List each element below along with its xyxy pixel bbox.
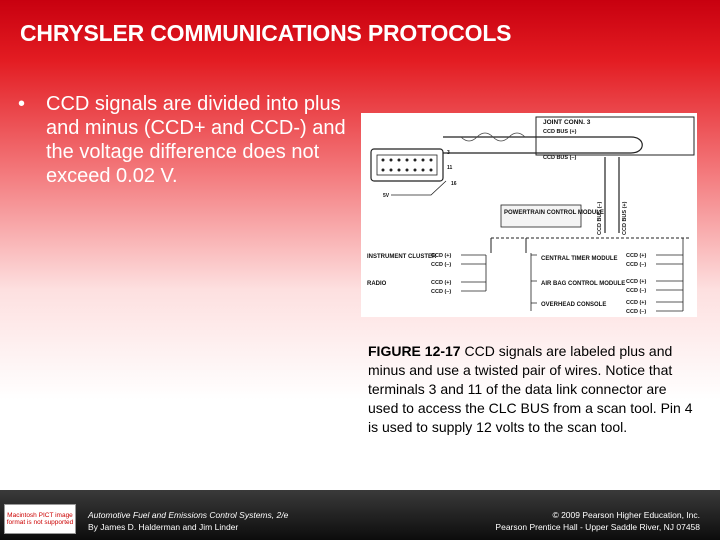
central-timer-label: CENTRAL TIMER MODULE bbox=[541, 256, 618, 262]
air-bag-label: AIR BAG CONTROL MODULE bbox=[541, 281, 625, 287]
book-authors: By James D. Halderman and Jim Linder bbox=[88, 522, 239, 532]
pin-5v-label: 5V bbox=[383, 193, 390, 199]
footer-copyright: © 2009 Pearson Higher Education, Inc. Pe… bbox=[495, 509, 700, 533]
joint-connector-box bbox=[535, 116, 695, 156]
radio-ccd-plus: CCD (+) bbox=[431, 280, 451, 286]
radio-ccd-minus: CCD (–) bbox=[431, 289, 451, 295]
bullet-point: • CCD signals are divided into plus and … bbox=[18, 92, 353, 188]
instrument-wires bbox=[461, 254, 486, 265]
pcm-label: POWERTRAIN CONTROL MODULE bbox=[504, 210, 604, 216]
figure-number: FIGURE 12-17 bbox=[368, 343, 461, 359]
instrument-cluster-label: INSTRUMENT CLUSTER bbox=[367, 254, 437, 260]
twisted-pair-plus bbox=[460, 132, 526, 142]
right-ccd-wires bbox=[656, 238, 684, 312]
dlc-pins bbox=[381, 158, 433, 172]
airbag-ccd-plus: CCD (+) bbox=[626, 279, 646, 285]
slide-title: CHRYSLER COMMUNICATIONS PROTOCOLS bbox=[20, 20, 512, 46]
wiring-diagram-figure: JOINT CONN. 3 CCD BUS (+) CCD BUS (–) 3 … bbox=[361, 113, 697, 317]
bus-wire-pair bbox=[443, 136, 643, 154]
book-title: Automotive Fuel and Emissions Control Sy… bbox=[88, 510, 289, 520]
radio-wires bbox=[461, 255, 487, 292]
figure-caption: FIGURE 12-17 CCD signals are labeled plu… bbox=[368, 342, 698, 437]
instrument-ccd-minus: CCD (–) bbox=[431, 262, 451, 268]
power-wire bbox=[391, 180, 447, 196]
data-link-connector bbox=[370, 148, 444, 182]
pin-3-label: 3 bbox=[447, 150, 450, 156]
vertical-minus-label: CCD BUS (–) bbox=[597, 202, 603, 235]
copyright-text: © 2009 Pearson Higher Education, Inc. bbox=[552, 510, 700, 520]
right-module-wires bbox=[530, 253, 537, 311]
footer-book-info: Automotive Fuel and Emissions Control Sy… bbox=[88, 509, 288, 533]
bullet-marker: • bbox=[18, 93, 26, 115]
radio-label: RADIO bbox=[367, 281, 387, 287]
pcm-box bbox=[500, 204, 582, 228]
bullet-text: CCD signals are divided into plus and mi… bbox=[46, 93, 346, 187]
publisher-logo: Macintosh PICT image format is not suppo… bbox=[4, 504, 76, 534]
instrument-ccd-plus: CCD (+) bbox=[431, 253, 451, 259]
timer-ccd-minus: CCD (–) bbox=[626, 262, 646, 268]
overhead-ccd-plus: CCD (+) bbox=[626, 300, 646, 306]
pin-11-label: 11 bbox=[447, 165, 453, 171]
overhead-console-label: OVERHEAD CONSOLE bbox=[541, 302, 606, 308]
airbag-ccd-minus: CCD (–) bbox=[626, 288, 646, 294]
joint-conn-label: JOINT CONN. 3 bbox=[543, 119, 591, 126]
ccd-bus-minus-label: CCD BUS (–) bbox=[543, 155, 576, 161]
wiring-diagram: JOINT CONN. 3 CCD BUS (+) CCD BUS (–) 3 … bbox=[367, 116, 695, 315]
ccd-bus-plus-label: CCD BUS (+) bbox=[543, 129, 577, 135]
pin-16-label: 16 bbox=[451, 181, 457, 187]
publisher-text: Pearson Prentice Hall - Upper Saddle Riv… bbox=[495, 522, 700, 532]
timer-ccd-plus: CCD (+) bbox=[626, 253, 646, 259]
caption-text: CCD signals are labeled plus and minus a… bbox=[368, 343, 693, 435]
vertical-plus-label: CCD BUS (+) bbox=[622, 201, 628, 235]
overhead-ccd-minus: CCD (–) bbox=[626, 309, 646, 315]
footer-bar: Macintosh PICT image format is not suppo… bbox=[0, 490, 720, 540]
dlc-pin-block bbox=[376, 154, 438, 176]
